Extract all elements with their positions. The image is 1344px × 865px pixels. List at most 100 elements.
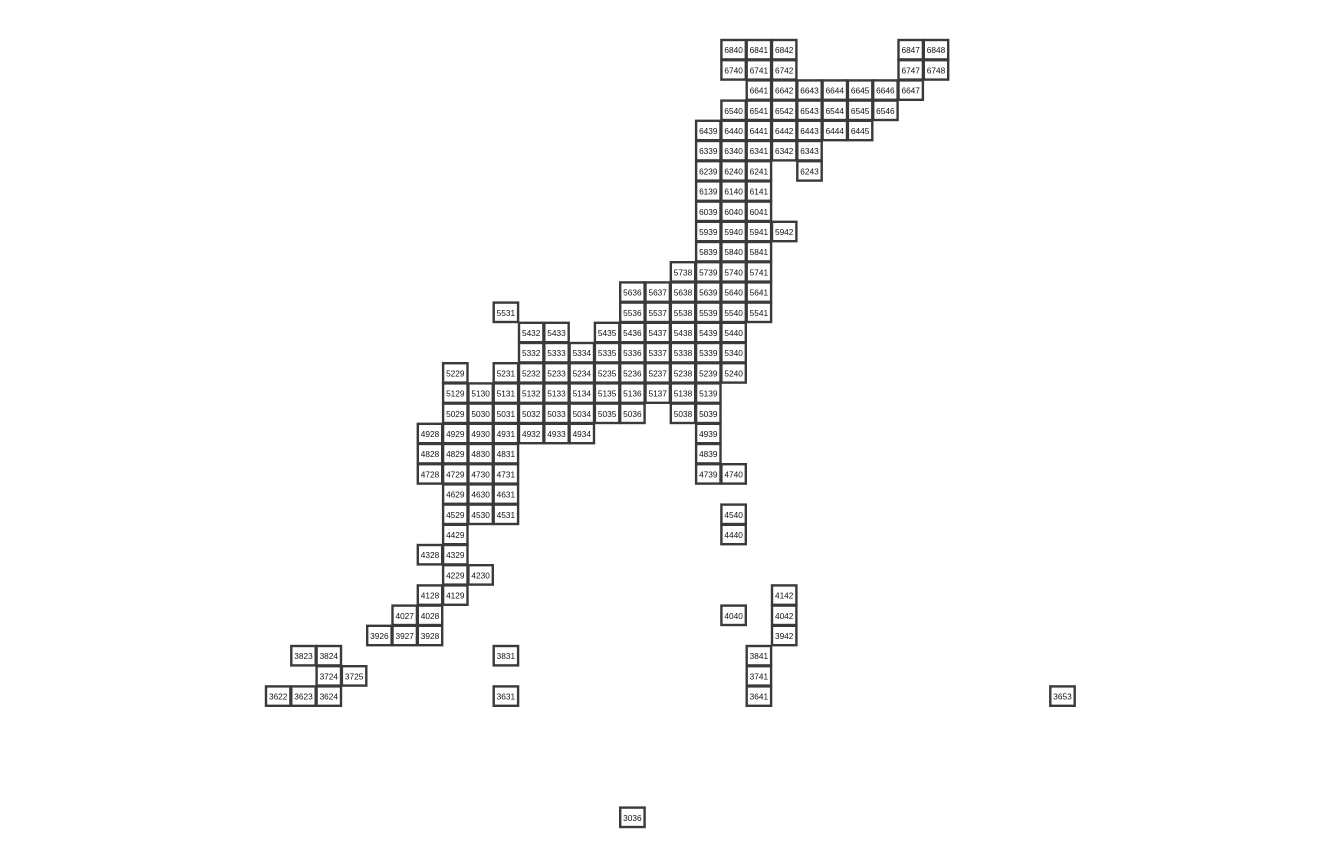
mesh-cell-5238: 5238 bbox=[669, 362, 697, 384]
mesh-cell-label: 5841 bbox=[750, 247, 769, 257]
mesh-cell-label: 5540 bbox=[724, 308, 743, 318]
mesh-cell-label: 4529 bbox=[446, 510, 465, 520]
mesh-cell-6848: 6848 bbox=[922, 38, 950, 61]
mesh-cell-label: 5029 bbox=[446, 409, 465, 419]
mesh-cell-label: 5939 bbox=[699, 227, 718, 237]
mesh-cell-label: 5335 bbox=[598, 348, 617, 358]
mesh-cell-4328: 4328 bbox=[416, 543, 444, 566]
mesh-cell-5841: 5841 bbox=[745, 240, 773, 263]
mesh-cell-label: 6243 bbox=[800, 166, 819, 176]
mesh-cell-6541: 6541 bbox=[745, 99, 773, 122]
mesh-cell-box bbox=[492, 301, 520, 324]
mesh-cell-box bbox=[897, 79, 925, 102]
mesh-cell-4839: 4839 bbox=[694, 442, 722, 465]
mesh-cell-6343: 6343 bbox=[796, 139, 823, 162]
mesh-cell-label: 6545 bbox=[851, 106, 870, 116]
mesh-cell-5236: 5236 bbox=[619, 362, 646, 384]
mesh-cell-4631: 4631 bbox=[492, 483, 520, 505]
mesh-cell-6741: 6741 bbox=[745, 59, 773, 81]
mesh-cell-label: 4728 bbox=[421, 469, 440, 479]
mesh-cell-6039: 6039 bbox=[694, 200, 722, 223]
mesh-cell-6140: 6140 bbox=[720, 180, 748, 202]
mesh-cell-label: 5035 bbox=[598, 409, 617, 419]
mesh-cell-box bbox=[568, 422, 596, 445]
mesh-cell-4728: 4728 bbox=[416, 463, 444, 485]
mesh-cell-label: 6540 bbox=[724, 106, 743, 116]
mesh-cell-4230: 4230 bbox=[467, 564, 494, 586]
mesh-cell-label: 5537 bbox=[648, 308, 667, 318]
mesh-cell-label: 5237 bbox=[648, 368, 667, 378]
mesh-cell-5237: 5237 bbox=[644, 362, 672, 384]
mesh-cell-label: 5333 bbox=[547, 348, 566, 358]
mesh-cell-label: 6647 bbox=[901, 86, 920, 96]
mesh-cell-6240: 6240 bbox=[720, 159, 748, 182]
mesh-cell-label: 4928 bbox=[421, 429, 440, 439]
mesh-cell-box bbox=[467, 564, 494, 586]
mesh-cell-label: 5233 bbox=[547, 368, 566, 378]
mesh-cell-label: 5738 bbox=[674, 267, 693, 277]
mesh-cell-label: 3741 bbox=[750, 671, 769, 681]
mesh-cell-label: 6742 bbox=[775, 65, 794, 75]
mesh-cell-label: 6341 bbox=[750, 146, 769, 156]
mesh-cell-5131: 5131 bbox=[492, 382, 520, 404]
mesh-cell-3824: 3824 bbox=[315, 644, 343, 667]
mesh-cell-label: 5439 bbox=[699, 328, 718, 338]
mesh-cell-label: 5132 bbox=[522, 389, 541, 399]
mesh-cell-label: 5238 bbox=[674, 368, 693, 378]
mesh-cell-3622: 3622 bbox=[264, 685, 292, 708]
mesh-cell-5638: 5638 bbox=[669, 281, 697, 303]
mesh-cell-5540: 5540 bbox=[720, 301, 748, 324]
mesh-cell-label: 6847 bbox=[901, 45, 920, 55]
mesh-cell-5636: 5636 bbox=[619, 281, 646, 303]
mesh-cell-6641: 6641 bbox=[745, 79, 773, 102]
mesh-cell-label: 5538 bbox=[674, 308, 693, 318]
mesh-cell-label: 5636 bbox=[623, 288, 642, 298]
mesh-cell-5033: 5033 bbox=[543, 402, 570, 425]
mesh-cell-3624: 3624 bbox=[315, 685, 343, 708]
mesh-cell-box bbox=[796, 159, 823, 182]
mesh-cell-6141: 6141 bbox=[745, 180, 773, 202]
mesh-cell-label: 5340 bbox=[724, 348, 743, 358]
mesh-cell-4042: 4042 bbox=[770, 604, 798, 627]
mesh-cell-label: 6340 bbox=[724, 146, 743, 156]
mesh-cell-box bbox=[720, 463, 748, 485]
mesh-cell-5433: 5433 bbox=[543, 321, 570, 344]
mesh-cell-label: 5138 bbox=[674, 389, 693, 399]
mesh-cell-5139: 5139 bbox=[694, 382, 722, 404]
mesh-cell-label: 5332 bbox=[522, 348, 541, 358]
mesh-cell-5134: 5134 bbox=[568, 382, 596, 404]
mesh-cell-label: 4328 bbox=[421, 550, 440, 560]
mesh-cell-label: 6544 bbox=[826, 106, 845, 116]
mesh-cell-5840: 5840 bbox=[720, 240, 748, 263]
mesh-cell-label: 4230 bbox=[471, 570, 490, 580]
mesh-cell-box bbox=[720, 604, 748, 627]
mesh-cell-4028: 4028 bbox=[416, 604, 444, 627]
mesh-cell-3823: 3823 bbox=[290, 644, 317, 667]
mesh-cell-4040: 4040 bbox=[720, 604, 748, 627]
mesh-cell-label: 6241 bbox=[750, 166, 769, 176]
mesh-cell-5942: 5942 bbox=[770, 220, 798, 243]
mesh-cell-6841: 6841 bbox=[745, 38, 773, 61]
mesh-cell-label: 3624 bbox=[320, 692, 339, 702]
mesh-cell-label: 4730 bbox=[471, 469, 490, 479]
mesh-cell-label: 6840 bbox=[724, 45, 743, 55]
mesh-cell-label: 5033 bbox=[547, 409, 566, 419]
mesh-cell-label: 5740 bbox=[724, 267, 743, 277]
mesh-cell-label: 3622 bbox=[269, 692, 288, 702]
mesh-cell-label: 3841 bbox=[750, 651, 769, 661]
mesh-cell-label: 4028 bbox=[421, 611, 440, 621]
mesh-cell-5133: 5133 bbox=[543, 382, 570, 404]
mesh-cell-5538: 5538 bbox=[669, 301, 697, 324]
mesh-cell-3725: 3725 bbox=[340, 665, 368, 687]
mesh-cell-box bbox=[492, 644, 520, 667]
mesh-cell-label: 4729 bbox=[446, 469, 465, 479]
mesh-cell-label: 4739 bbox=[699, 469, 718, 479]
mesh-cell-label: 3927 bbox=[395, 631, 414, 641]
mesh-cell-label: 3725 bbox=[345, 671, 364, 681]
mesh-cell-5531: 5531 bbox=[492, 301, 520, 324]
mesh-cell-label: 6646 bbox=[876, 86, 895, 96]
mesh-cell-box bbox=[492, 503, 520, 526]
mesh-cell-label: 5129 bbox=[446, 389, 465, 399]
mesh-cell-label: 6842 bbox=[775, 45, 794, 55]
mesh-cell-4828: 4828 bbox=[416, 442, 444, 465]
